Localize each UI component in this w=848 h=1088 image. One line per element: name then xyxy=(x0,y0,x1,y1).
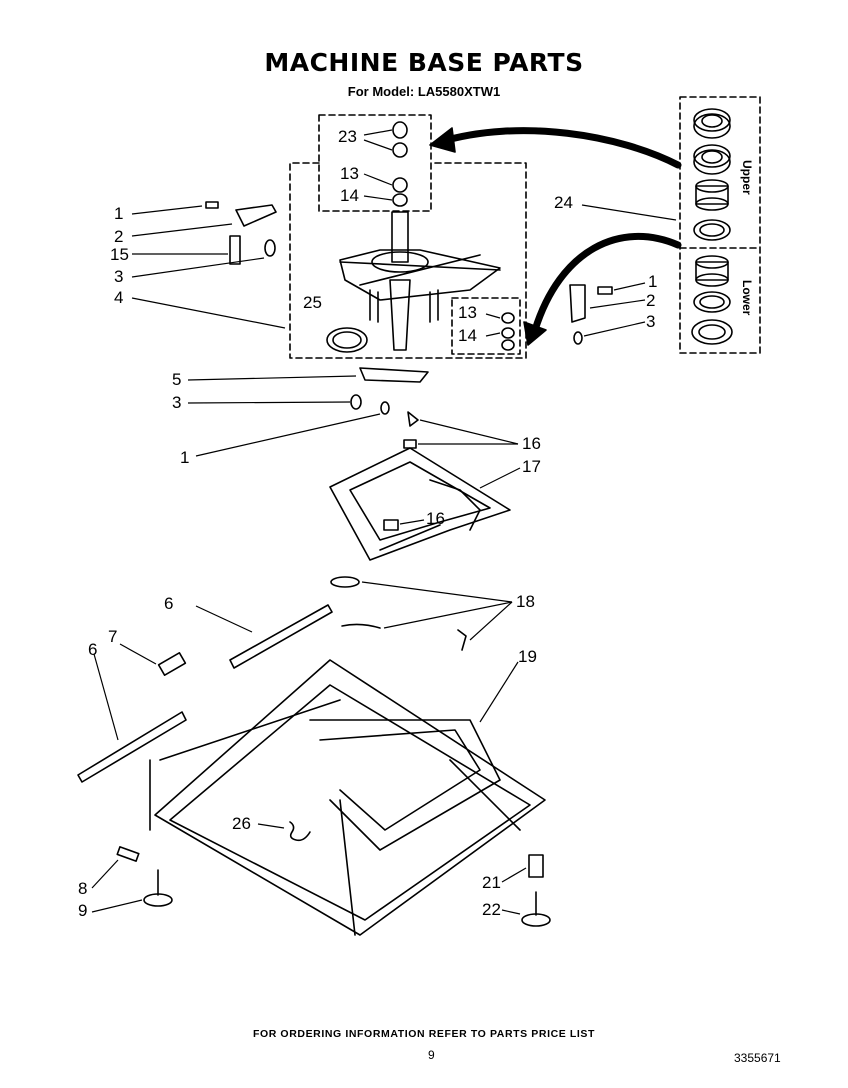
callout-24: 24 xyxy=(554,193,573,212)
ordering-footer: FOR ORDERING INFORMATION REFER TO PARTS … xyxy=(252,1028,596,1040)
upper-curved-arrow xyxy=(436,127,682,169)
callout-4: 4 xyxy=(114,288,124,307)
callout-16: 16 xyxy=(426,509,445,528)
lower-label: Lower xyxy=(740,280,754,316)
page-number: 9 xyxy=(428,1048,435,1062)
callout-8: 8 xyxy=(78,879,88,898)
base-frame-icon xyxy=(149,659,546,936)
callout-15: 15 xyxy=(110,245,129,264)
gearcase-spider-icon xyxy=(339,211,501,351)
bearing-kit-box xyxy=(679,96,761,354)
callout-21: 21 xyxy=(482,873,501,892)
callout-19: 19 xyxy=(518,647,537,666)
callout-5: 5 xyxy=(172,370,182,389)
callout-1: 1 xyxy=(180,448,190,467)
callout-22: 22 xyxy=(482,900,501,919)
document-part-number: 3355671 xyxy=(734,1051,781,1065)
callout-18: 18 xyxy=(516,592,535,611)
callout-2: 2 xyxy=(114,227,124,246)
callout-2: 2 xyxy=(646,291,656,310)
callout-25: 25 xyxy=(303,293,322,312)
callout-1: 1 xyxy=(114,204,124,223)
page-title: MACHINE BASE PARTS xyxy=(264,48,584,77)
callout-7: 7 xyxy=(108,627,118,646)
snubber-frame-icon xyxy=(329,447,511,561)
callout-3: 3 xyxy=(172,393,182,412)
callout-3: 3 xyxy=(646,312,656,331)
callout-13: 13 xyxy=(340,164,359,183)
lower-curved-arrow xyxy=(531,233,682,334)
callout-23: 23 xyxy=(338,127,357,146)
callout-6: 6 xyxy=(88,640,98,659)
callout-6: 6 xyxy=(164,594,174,613)
callout-14: 14 xyxy=(340,186,359,205)
lower-bearings-icon xyxy=(691,255,733,345)
upper-bearings-icon xyxy=(693,108,731,241)
callout-14: 14 xyxy=(458,326,477,345)
callout-3: 3 xyxy=(114,267,124,286)
top-bearing-box xyxy=(318,114,432,212)
callout-9: 9 xyxy=(78,901,88,920)
callout-1: 1 xyxy=(648,272,658,291)
callout-17: 17 xyxy=(522,457,541,476)
callout-26: 26 xyxy=(232,814,251,833)
model-subtitle: For Model: LA5580XTW1 xyxy=(347,84,501,99)
callout-16: 16 xyxy=(522,434,541,453)
gearcase-group-box xyxy=(289,162,527,359)
upper-label: Upper xyxy=(740,160,754,195)
seal-ring-icon xyxy=(326,327,368,353)
callout-13: 13 xyxy=(458,303,477,322)
lower-bearing-box xyxy=(451,297,521,355)
